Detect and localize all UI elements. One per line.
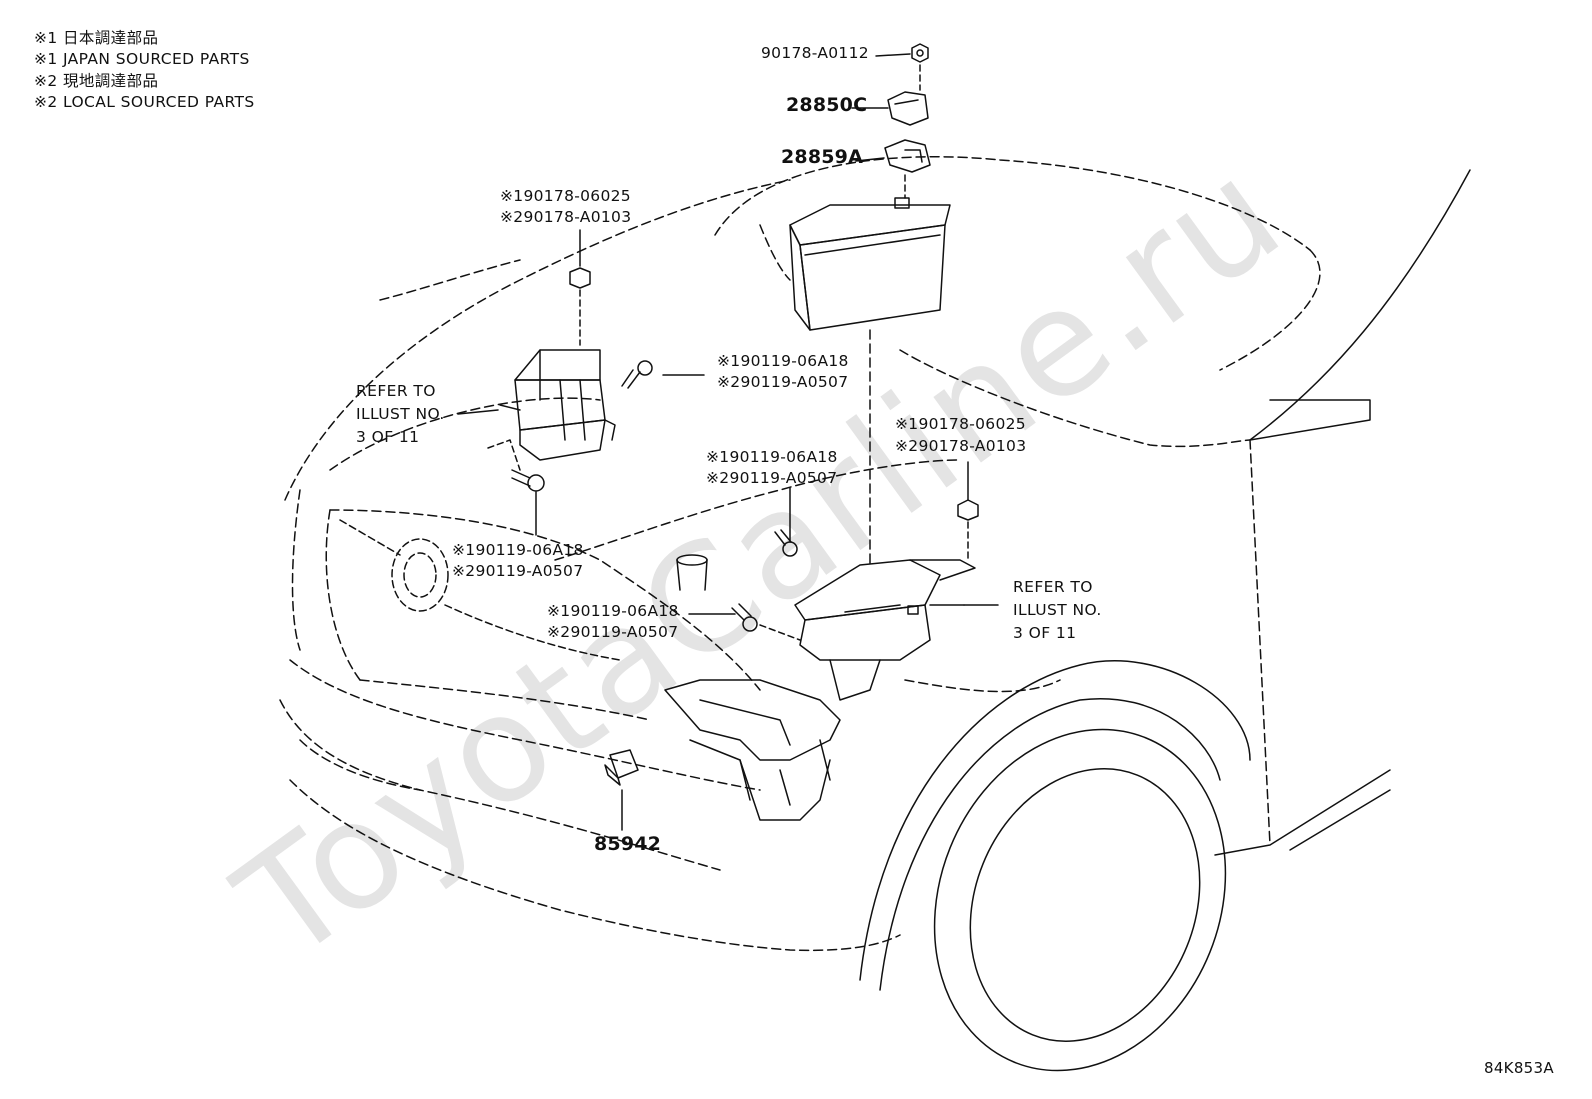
- part-label-bolt-low-1: ※190119-06A18: [547, 602, 679, 620]
- part-label-bolt-left-2: ※290119-A0507: [452, 562, 584, 580]
- legend-local-en: ※2 LOCAL SOURCED PARTS: [34, 93, 255, 111]
- part-label-nut-left-2: ※290178-A0103: [500, 208, 632, 226]
- legend-japan-en: ※1 JAPAN SOURCED PARTS: [34, 50, 250, 68]
- relay-block-left: [499, 349, 616, 461]
- tire: [933, 728, 1227, 1072]
- refer-left-line3: 3 OF 11: [356, 428, 420, 446]
- reservoir-cap: [676, 554, 708, 591]
- refer-right-line3: 3 OF 11: [1013, 624, 1077, 642]
- legend-local-jp: ※2 現地調達部品: [34, 72, 159, 90]
- part-label-nut-left-1: ※190178-06025: [500, 187, 631, 205]
- battery-drawing: [789, 197, 951, 331]
- part-label-28859a: 28859A: [781, 146, 864, 168]
- terminal-clamp-28859a: [884, 139, 931, 173]
- top-nut: [911, 43, 929, 63]
- terminal-clamp-28850c: [887, 91, 929, 126]
- fender-line: [1214, 769, 1391, 856]
- part-label-bolt-mid-2: ※290119-A0507: [706, 469, 838, 487]
- nut-right: [957, 499, 979, 521]
- windshield-pillar: [1249, 169, 1471, 441]
- part-label-28850c: 28850C: [786, 94, 868, 116]
- bolt-upper: [621, 360, 653, 389]
- lower-bracket: [664, 679, 841, 821]
- part-label-bolt-left-1: ※190119-06A18: [452, 541, 584, 559]
- part-label-nut-right-2: ※290178-A0103: [895, 437, 1027, 455]
- wheel-arch: [859, 660, 1251, 981]
- part-label-bolt-upper-2: ※290119-A0507: [717, 373, 849, 391]
- bolt-low: [731, 603, 758, 632]
- refer-left-line1: REFER TO: [356, 382, 436, 400]
- part-label-85942: 85942: [594, 833, 662, 855]
- refer-right-line2: ILLUST NO.: [1013, 601, 1102, 619]
- bolt-mid: [774, 529, 798, 557]
- refer-left-line2: ILLUST NO.: [356, 405, 445, 423]
- fuse-box-right: [794, 559, 976, 701]
- sensor-85942: [604, 749, 639, 786]
- emblem: [391, 538, 449, 612]
- part-label-bolt-low-2: ※290119-A0507: [547, 623, 679, 641]
- hood-outline: [284, 156, 1321, 846]
- diagram-code: 84K853A: [1484, 1059, 1554, 1077]
- legend-japan-jp: ※1 日本調達部品: [34, 29, 159, 47]
- refer-right-line1: REFER TO: [1013, 578, 1093, 596]
- nut-left: [569, 267, 591, 289]
- part-label-bolt-upper-1: ※190119-06A18: [717, 352, 849, 370]
- bolt-left: [511, 469, 545, 492]
- part-label-bolt-mid-1: ※190119-06A18: [706, 448, 838, 466]
- part-label-nut-right-1: ※190178-06025: [895, 415, 1026, 433]
- part-label-90178-a0112: 90178-A0112: [761, 44, 869, 62]
- front-fascia: [279, 489, 901, 952]
